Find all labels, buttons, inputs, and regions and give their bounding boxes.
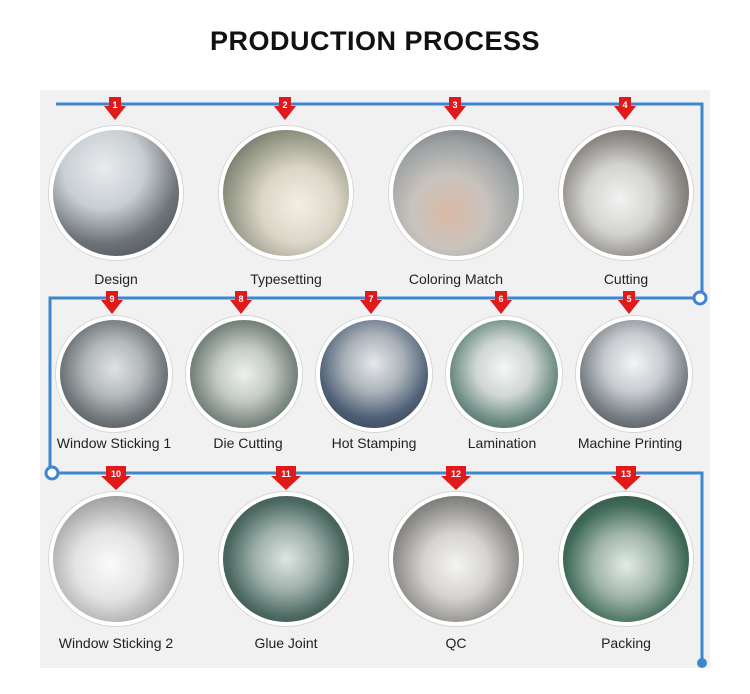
- coloring-match-photo: [389, 126, 523, 260]
- step-number-8: 8: [238, 294, 244, 304]
- flow-node-right-1: [692, 290, 708, 306]
- step-label: Lamination: [467, 435, 537, 451]
- packing-photo: [559, 492, 693, 626]
- step-marker-7: [360, 291, 382, 314]
- flow-line-row-1: [56, 102, 704, 298]
- step-marker-2: [274, 97, 296, 120]
- step-marker-5: [618, 291, 640, 314]
- step-label: Cutting: [603, 271, 649, 287]
- design-photo: [49, 126, 183, 260]
- step-marker-13: [611, 466, 641, 490]
- window-sticking-1-photo: [56, 316, 172, 432]
- lamination-photo: [446, 316, 562, 432]
- step-marker-8: [230, 291, 252, 314]
- step-number-10: 10: [110, 469, 121, 479]
- step-number-5: 5: [626, 294, 632, 304]
- die-cutting-photo: [186, 316, 302, 432]
- qc-photo: [389, 492, 523, 626]
- step-number-13: 13: [620, 469, 631, 479]
- step-label: Die Cutting: [213, 435, 283, 451]
- flow-node-left-2: [44, 465, 60, 481]
- step-marker-11: [271, 466, 301, 490]
- step-marker-3: [444, 97, 466, 120]
- step-number-3: 3: [452, 100, 458, 110]
- step-label: Packing: [601, 635, 651, 651]
- step-label: Coloring Match: [408, 271, 504, 287]
- machine-printing-photo: [576, 316, 692, 432]
- step-marker-10: [101, 466, 131, 490]
- step-number-11: 11: [281, 469, 291, 479]
- step-label: Typesetting: [250, 271, 322, 287]
- step-label: Glue Joint: [254, 635, 318, 651]
- glue-joint-photo: [219, 492, 353, 626]
- window-sticking-2-photo: [49, 492, 183, 626]
- step-label: Window Sticking 2: [58, 635, 174, 651]
- step-marker-9: [101, 291, 123, 314]
- step-number-7: 7: [368, 294, 374, 304]
- step-marker-6: [490, 291, 512, 314]
- flow-line-row-2: [48, 296, 700, 473]
- step-label: QC: [445, 635, 467, 651]
- step-label: Window Sticking 1: [56, 435, 172, 451]
- step-label: Machine Printing: [577, 435, 683, 451]
- step-label: Design: [94, 271, 138, 287]
- step-label: Hot Stamping: [331, 435, 417, 451]
- cutting-photo: [559, 126, 693, 260]
- step-number-4: 4: [622, 100, 628, 110]
- flow-end-dot: [697, 658, 707, 668]
- step-marker-12: [441, 466, 471, 490]
- flow-line-row-3: [52, 471, 704, 662]
- step-marker-4: [614, 97, 636, 120]
- hot-stamping-photo: [316, 316, 432, 432]
- step-number-1: 1: [112, 100, 118, 110]
- typesetting-photo: [219, 126, 353, 260]
- step-number-6: 6: [498, 294, 504, 304]
- step-marker-1: [104, 97, 126, 120]
- step-number-9: 9: [109, 294, 115, 304]
- step-number-2: 2: [282, 100, 288, 110]
- step-number-12: 12: [450, 469, 461, 479]
- page-title: PRODUCTION PROCESS: [209, 26, 541, 56]
